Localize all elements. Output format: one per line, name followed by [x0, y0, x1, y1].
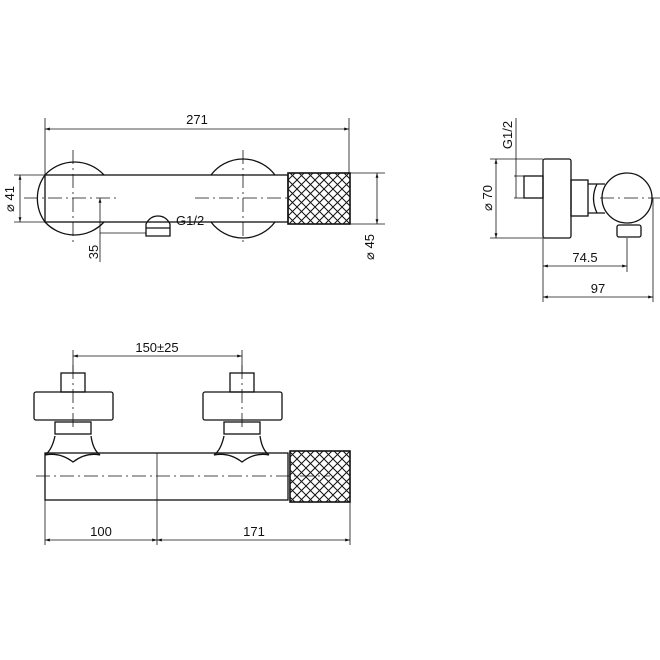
label-depth-to-axis: 74.5 — [572, 250, 597, 265]
mixer-body — [44, 174, 289, 223]
wall-flange — [542, 158, 572, 239]
outlet-connector — [145, 215, 171, 237]
label-overall-length: 271 — [186, 112, 208, 127]
knurled-knob — [287, 172, 351, 225]
top-view: 271 G1/2 ⌀ 41 35 ⌀ 45 — [2, 112, 385, 262]
label-knob-diameter: ⌀ 45 — [362, 234, 377, 260]
nut — [570, 179, 589, 217]
label-left-length: 100 — [90, 524, 112, 539]
label-inlet-thread: G1/2 — [500, 121, 515, 149]
label-right-length: 171 — [243, 524, 265, 539]
front-mixer-body — [44, 452, 289, 501]
right-inlet — [202, 365, 283, 463]
label-inlet-spacing: 150±25 — [135, 340, 178, 355]
left-flange-arc — [36, 174, 46, 223]
label-overall-depth: 97 — [591, 281, 605, 296]
label-flange-diameter: ⌀ 70 — [480, 185, 495, 211]
left-inlet — [33, 365, 114, 463]
label-outlet-offset: 35 — [86, 245, 101, 259]
label-outlet-thread: G1/2 — [176, 213, 204, 228]
inlet-stub — [523, 175, 544, 199]
outlet-stub — [616, 224, 642, 238]
label-body-diameter: ⌀ 41 — [2, 186, 17, 212]
front-view: 150±25 100 171 — [33, 340, 351, 545]
front-knurled-knob — [289, 450, 351, 503]
side-view: ⌀ 70 G1/2 74.5 97 — [480, 118, 660, 302]
